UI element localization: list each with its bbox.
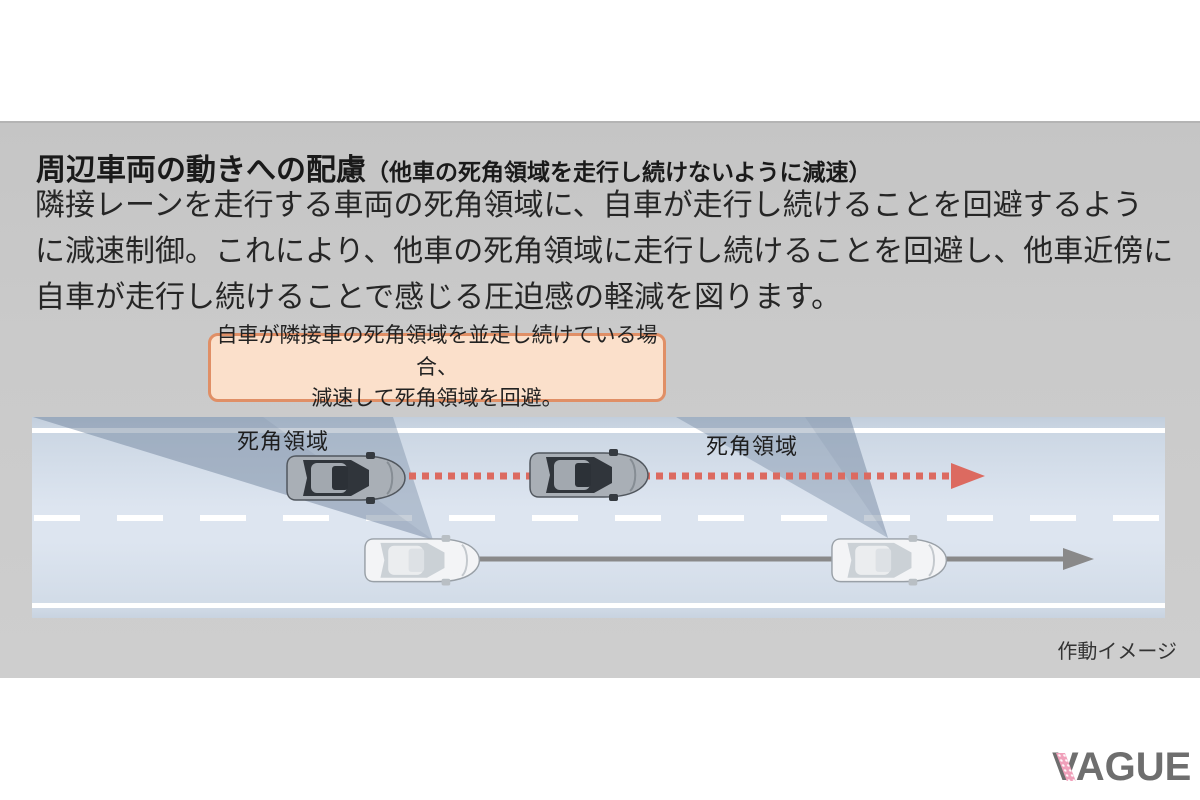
other-car-1-icon — [286, 451, 406, 505]
blind-spot-label-left: 死角領域 — [237, 429, 330, 454]
vague-logo: VAGUE — [1052, 745, 1200, 789]
blind-spot-label-right: 死角領域 — [706, 434, 799, 459]
callout-box: 自車が隣接車の死角領域を並走し続けている場合、 減速して死角領域を回避。 — [208, 324, 666, 410]
vague-logo-text: VAGUE — [1052, 745, 1192, 789]
road-edge-line-top — [32, 428, 1165, 433]
other-car-2-icon — [529, 448, 649, 502]
ego-car-2-icon — [830, 534, 948, 587]
ego-car-path-arrowhead — [1063, 548, 1094, 570]
blind-spot-wedge-right-dark — [805, 417, 888, 538]
description-text: 隣接レーンを走行する車両の死角領域に、自車が走行し続けることを回避するよう に減… — [35, 189, 1174, 314]
blind-spot-wedge-left — [33, 417, 433, 540]
blind-spot-wedge-left-dark — [33, 417, 433, 540]
road-diagram — [32, 417, 1165, 618]
blind-spot-wedge-right — [676, 417, 888, 538]
callout-text: 自車が隣接車の死角領域を並走し続けている場合、 減速して死角領域を回避。 — [216, 324, 658, 411]
ego-car-1-icon — [363, 534, 481, 587]
road-edge-line-bottom — [32, 603, 1165, 608]
page-title-sub: （他車の死角領域を走行し続けないように減速） — [366, 159, 872, 185]
page-title: 周辺車両の動きへの配慮（他車の死角領域を走行し続けないように減速） — [36, 145, 872, 189]
other-car-path-arrowhead — [951, 463, 985, 489]
diagram-caption: 作動イメージ — [1057, 641, 1177, 663]
page-title-main: 周辺車両の動きへの配慮 — [36, 154, 366, 187]
